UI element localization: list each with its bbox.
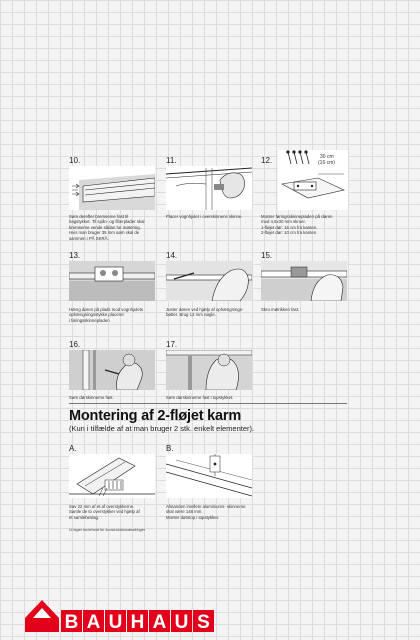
step-17-illustration	[166, 350, 252, 390]
step-12-caption: Monter føringsskinnepladen på døren med …	[261, 214, 333, 236]
step-16-number: 16.	[69, 340, 81, 349]
step-15-number: 15.	[261, 251, 273, 260]
step-16-illustration	[69, 350, 155, 390]
step-11-illustration	[166, 166, 252, 210]
step-15-illustration	[261, 261, 347, 301]
step-17-number: 17.	[166, 340, 178, 349]
svg-text:S: S	[197, 612, 210, 633]
section-title: Montering af 2-fløjet karm	[69, 408, 242, 424]
step-14-caption: Juster døren ved hjælp af ophængnings- b…	[166, 307, 244, 318]
step-15-caption: Skru møtrikken fast.	[261, 307, 300, 312]
svg-text:A: A	[87, 612, 101, 633]
step-13-number: 13.	[69, 251, 81, 260]
svg-text:A: A	[153, 612, 167, 633]
step-b-letter: B.	[166, 444, 174, 453]
step-b-illustration	[166, 454, 252, 498]
svg-text:H: H	[131, 612, 145, 633]
step-13-caption: Hæng døren på plads mod vognhjulets ophæ…	[69, 307, 144, 323]
step-b-caption: Afstanden imellem aluminiums- skinnerne …	[166, 504, 246, 520]
footnote: Vi tager forbehold for konstruktionsændr…	[69, 528, 146, 532]
svg-text:B: B	[65, 612, 79, 633]
section-divider	[69, 403, 347, 404]
step-13-illustration	[69, 261, 155, 301]
step-16-caption: Søm dørskinnerne fast.	[69, 395, 114, 400]
step-17-caption: Søm dørskinnerne fast i topstykket.	[166, 395, 234, 400]
section-subtitle: (Kun i tilfælde af at man bruger 2 stk. …	[69, 424, 255, 433]
step-14-number: 14.	[166, 251, 178, 260]
step-10-number: 10.	[69, 156, 81, 165]
step-12-illustration	[278, 150, 348, 210]
step-a-caption: Sav 22 mm af et af overstykkerne. Samle …	[69, 504, 140, 520]
bauhaus-logo: B A U H A U S	[23, 596, 215, 634]
step-14-illustration	[166, 261, 252, 301]
step-10-caption: Søm derefter bremserne fast til bagstykk…	[69, 214, 145, 241]
step-12-dim-1: 30 cm	[320, 154, 334, 160]
step-a-illustration	[69, 454, 155, 498]
step-10-illustration	[69, 166, 155, 210]
step-12-dim-2: (16 cm)	[318, 160, 335, 166]
svg-text:U: U	[175, 612, 189, 633]
svg-text:U: U	[109, 612, 123, 633]
step-11-number: 11.	[166, 156, 177, 165]
step-a-letter: A.	[69, 444, 77, 453]
step-11-caption: Placer vognhjulet i overskinnens skinne.	[166, 214, 243, 219]
step-12-number: 12.	[261, 156, 273, 165]
